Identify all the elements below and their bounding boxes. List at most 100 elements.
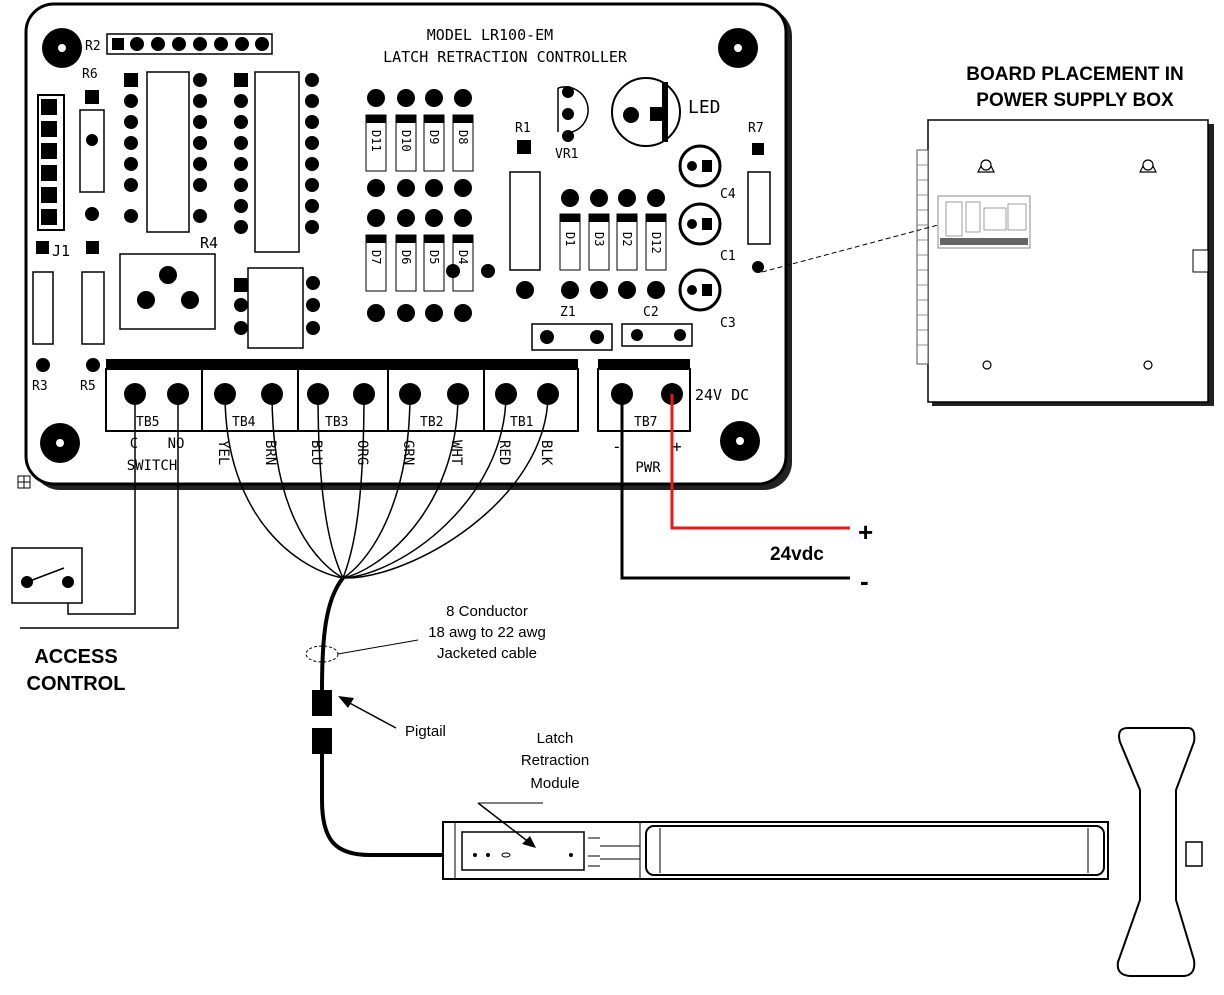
conductor-fan [224,393,549,579]
label-red: RED [496,440,512,465]
module-label-line3: Module [530,775,579,792]
label-c3: C3 [720,316,736,331]
label-d5: D5 [427,250,441,264]
access-control-switch [11,547,83,604]
module-arrow-head [522,836,536,848]
label-r5: R5 [80,379,96,394]
label-c1: C1 [720,249,736,264]
trimpot-r4 [119,253,216,330]
mini-board [937,195,1031,249]
module-label-line1: Latch [537,730,574,747]
label-d4: D4 [456,250,470,264]
chip-u2 [254,71,300,253]
capacitors [678,144,722,312]
chip-u1 [146,71,190,233]
diodes-right [559,189,667,299]
label-d10: D10 [399,130,413,152]
label-r3: R3 [32,379,48,394]
label-blk: BLK [538,440,554,466]
corner-marker [17,475,31,489]
label-24v-dc: 24V DC [695,386,749,404]
r2-header [106,33,273,55]
cable-label-line2: 18 awg to 22 awg [428,624,546,641]
negative-wire [620,394,850,580]
label-r6: R6 [82,67,98,82]
r2-pins [112,37,269,51]
label-plus: + [672,437,682,456]
label-d11: D11 [369,130,383,152]
u1-pins [124,73,207,223]
power-plus-label: + [858,517,873,547]
pigtail-top [312,690,332,716]
label-vr1: VR1 [555,147,578,162]
pigtail-arrow-head [338,696,354,708]
left-connector [37,94,65,231]
terminal-strip [106,359,578,369]
label-d3: D3 [592,232,606,246]
label-d1: D1 [563,232,577,246]
box-title-line1: BOARD PLACEMENT IN [966,64,1183,85]
label-tb5: TB5 [136,415,159,430]
power-minus-label: - [860,566,869,596]
label-led: LED [688,97,721,118]
exit-device [442,727,1203,977]
diodes-upper [365,89,474,197]
jacketed-cable [320,576,345,691]
module-leader-arrow [477,802,531,844]
box-title-line2: POWER SUPPLY BOX [976,90,1174,111]
box-hinge-lines [917,164,928,346]
label-c4: C4 [720,187,736,202]
box-keyhole-right [1139,159,1157,173]
label-tb7: TB7 [634,415,657,430]
label-brn: BRN [262,440,278,465]
access-control-line2: CONTROL [27,673,126,695]
label-blu: BLU [308,440,324,465]
box-keyhole-left [977,159,995,173]
label-d6: D6 [399,250,413,264]
board-name: LATCH RETRACTION CONTROLLER [383,48,628,66]
box-leader [761,224,939,273]
u2-pins [234,73,319,234]
mount-hole-tr [718,28,758,68]
label-d7: D7 [369,250,383,264]
label-c2: C2 [643,305,659,320]
power-voltage-label: 24vdc [770,544,824,565]
positive-wire [670,394,850,530]
label-minus: - [612,437,622,456]
label-d12: D12 [649,232,663,254]
pigtail-leader [343,699,397,729]
pigtail-bottom [312,728,332,754]
mount-hole-br [720,421,760,461]
push-bar [645,825,1105,876]
left-connector-pins [41,99,57,225]
label-tb3: TB3 [325,415,348,430]
pigtail-label: Pigtail [405,723,446,740]
label-r4: R4 [200,234,218,252]
label-tb1: TB1 [510,415,533,430]
label-d9: D9 [427,130,441,144]
label-r1: R1 [515,121,531,136]
label-switch: SWITCH [127,458,178,474]
device-latch-bolt [1185,841,1203,867]
label-org: ORG [354,440,370,465]
led [611,77,681,147]
u3-pins [234,276,320,335]
cable-label-line1: 8 Conductor [446,603,528,620]
chip-u3 [247,267,304,349]
module-label-line2: Retraction [521,752,589,769]
label-pwr: PWR [635,460,661,476]
mount-hole-bl [40,423,80,463]
label-yel: YEL [215,440,231,465]
cable-to-module [320,754,472,857]
access-control-line1: ACCESS [34,646,117,668]
diodes-lower [365,209,495,322]
label-tb2: TB2 [420,415,443,430]
label-r7: R7 [748,121,764,136]
label-z1: Z1 [560,305,576,320]
label-tb4: TB4 [232,415,256,430]
label-r2: R2 [85,39,101,54]
cable-leader [337,639,419,655]
label-no: NO [168,436,185,452]
cable-label-line3: Jacketed cable [437,645,537,662]
